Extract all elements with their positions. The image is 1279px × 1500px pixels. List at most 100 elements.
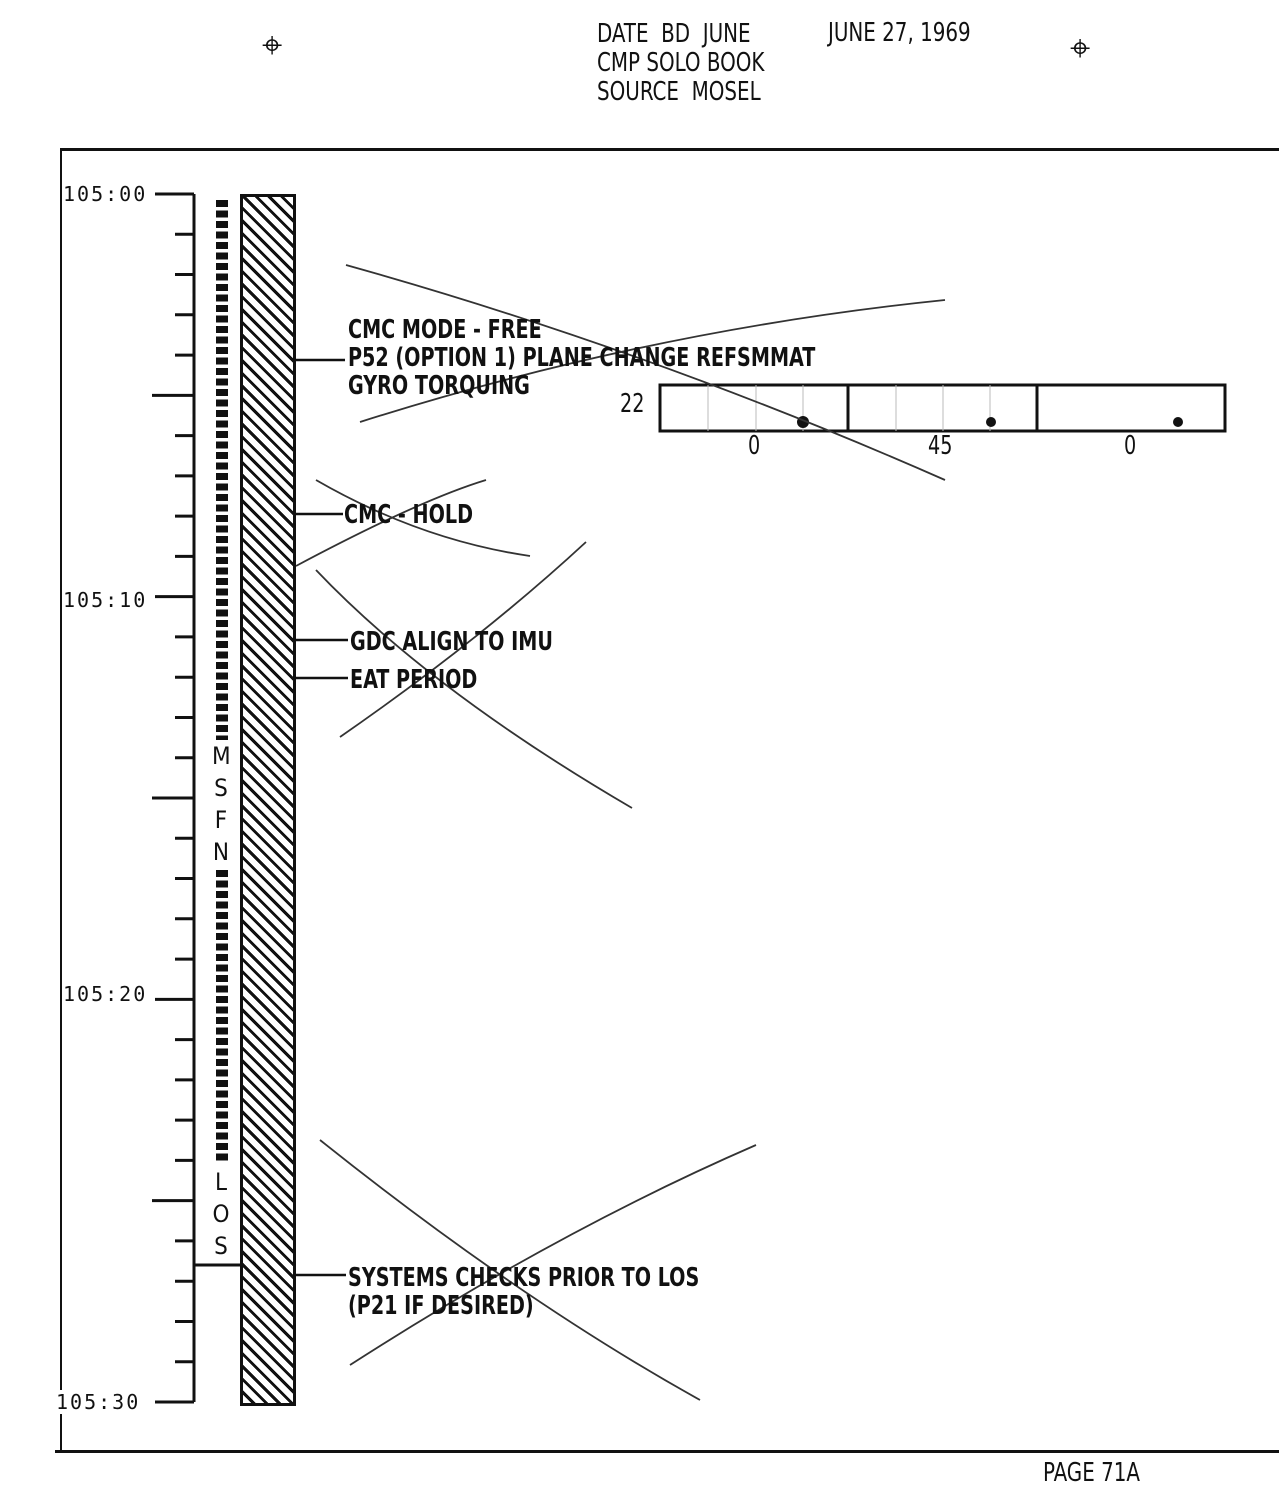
msfn-coverage-dash xyxy=(216,1153,228,1161)
event-systems-checks: SYSTEMS CHECKS PRIOR TO LOS (P21 IF DESI… xyxy=(348,1264,699,1320)
msfn-coverage-dash xyxy=(216,609,228,617)
msfn-coverage-dash xyxy=(216,1122,228,1129)
msfn-coverage-dash xyxy=(216,630,228,638)
crossout-stroke xyxy=(345,264,946,481)
attitude-marker-dot xyxy=(986,417,996,427)
msfn-coverage-dash xyxy=(216,588,228,596)
msfn-coverage-dash xyxy=(216,933,228,940)
msfn-coverage-dash xyxy=(216,210,228,218)
msfn-coverage-dash xyxy=(216,901,228,909)
msfn-coverage-dash xyxy=(216,263,228,270)
date-label: DATE BD JUNE xyxy=(597,19,751,49)
page-number: PAGE 71A xyxy=(1043,1458,1140,1488)
msfn-coverage-dash xyxy=(216,975,228,982)
msfn-coverage-dash xyxy=(216,578,228,585)
msfn-coverage-dash xyxy=(216,473,228,480)
los-letter: L xyxy=(214,1168,228,1196)
msfn-coverage-dash xyxy=(216,954,228,961)
book-title: CMP SOLO BOOK xyxy=(597,48,765,78)
msfn-coverage-dash xyxy=(216,1101,228,1108)
attitude-box-label: 22 xyxy=(620,389,645,419)
crossout-stroke xyxy=(295,479,487,567)
msfn-coverage-dash xyxy=(216,1090,228,1098)
frame-left xyxy=(60,148,62,1453)
msfn-coverage-dash xyxy=(216,662,228,669)
msfn-coverage-dash xyxy=(216,964,228,972)
los-letter: O xyxy=(212,1200,230,1228)
frame-top xyxy=(60,148,1279,151)
msfn-coverage-dash xyxy=(216,284,228,291)
time-105-10: 105:10 xyxy=(63,588,148,612)
msfn-coverage-dash xyxy=(216,683,228,690)
msfn-coverage-dash xyxy=(216,1048,228,1056)
msfn-coverage-dash xyxy=(216,273,228,281)
msfn-coverage-dash xyxy=(216,1069,228,1077)
event-line: (P21 IF DESIRED) xyxy=(348,1291,534,1321)
msfn-coverage-dash xyxy=(216,567,228,575)
msfn-coverage-dash xyxy=(216,641,228,648)
registration-mark-right: ⌖ xyxy=(1070,28,1091,69)
msfn-coverage-dash xyxy=(216,336,228,344)
date-value: JUNE 27, 1969 xyxy=(828,18,971,48)
msfn-coverage-dash xyxy=(216,200,228,207)
msfn-coverage-dash xyxy=(216,389,228,396)
msfn-letter: M xyxy=(212,742,231,770)
msfn-coverage-dash xyxy=(216,1059,228,1066)
time-105-20: 105:20 xyxy=(63,982,148,1006)
msfn-coverage-dash xyxy=(216,880,228,888)
msfn-coverage-dash xyxy=(216,1017,228,1024)
los-letter: S xyxy=(214,1232,228,1260)
msfn-coverage-dash xyxy=(216,714,228,722)
msfn-coverage-dash xyxy=(216,294,228,302)
attitude-roll: 0 xyxy=(748,431,761,461)
time-105-00: 105:00 xyxy=(63,182,148,206)
msfn-coverage-dash xyxy=(216,546,228,554)
msfn-coverage-dash xyxy=(216,357,228,365)
msfn-coverage-dash xyxy=(216,1111,228,1119)
msfn-coverage-dash xyxy=(216,410,228,417)
msfn-coverage-dash xyxy=(216,1080,228,1087)
msfn-coverage-dash xyxy=(216,305,228,312)
msfn-coverage-dash xyxy=(216,326,228,333)
msfn-coverage-dash xyxy=(216,399,228,407)
event-gdc-align: GDC ALIGN TO IMU xyxy=(350,627,553,657)
msfn-coverage-dash xyxy=(216,599,228,606)
msfn-coverage-dash xyxy=(216,1027,228,1035)
crossout-stroke xyxy=(315,569,633,809)
msfn-coverage-dash xyxy=(216,912,228,919)
event-line: SYSTEMS CHECKS PRIOR TO LOS xyxy=(348,1263,700,1293)
msfn-coverage-dash xyxy=(216,985,228,993)
msfn-coverage-dash xyxy=(216,368,228,375)
msfn-label: M S F N xyxy=(212,740,231,868)
msfn-coverage-dash xyxy=(216,891,228,898)
msfn-coverage-dash xyxy=(216,231,228,239)
msfn-coverage-dash xyxy=(216,1006,228,1014)
attitude-pitch: 45 xyxy=(928,431,953,461)
msfn-coverage-dash xyxy=(216,1038,228,1045)
msfn-coverage-dash xyxy=(216,620,228,627)
msfn-coverage-dash xyxy=(216,651,228,659)
msfn-letter: F xyxy=(214,806,228,834)
msfn-coverage-dash xyxy=(216,735,228,743)
msfn-coverage-dash xyxy=(216,943,228,951)
event-line: GYRO TORQUING xyxy=(348,371,530,401)
msfn-coverage-dash xyxy=(216,431,228,438)
msfn-coverage-dash xyxy=(216,242,228,249)
attitude-yaw: 0 xyxy=(1124,431,1137,461)
crossout-stroke xyxy=(349,1144,757,1366)
msfn-coverage-dash xyxy=(216,347,228,354)
msfn-coverage-dash xyxy=(216,462,228,470)
event-cmc-hold: CMC - HOLD xyxy=(344,500,474,530)
crossout-stroke xyxy=(339,541,587,738)
registration-mark-left: ⌖ xyxy=(262,25,283,66)
msfn-coverage-dash xyxy=(216,525,228,533)
event-eat-period: EAT PERIOD xyxy=(350,665,478,695)
event-p52-alignment: CMC MODE - FREE P52 (OPTION 1) PLANE CHA… xyxy=(348,316,815,400)
msfn-coverage-dash xyxy=(216,922,228,930)
msfn-coverage-dash xyxy=(216,693,228,701)
msfn-coverage-dash xyxy=(216,515,228,522)
event-line: CMC MODE - FREE xyxy=(348,315,542,345)
msfn-coverage-dash xyxy=(216,378,228,386)
frame-bottom xyxy=(55,1450,1279,1453)
